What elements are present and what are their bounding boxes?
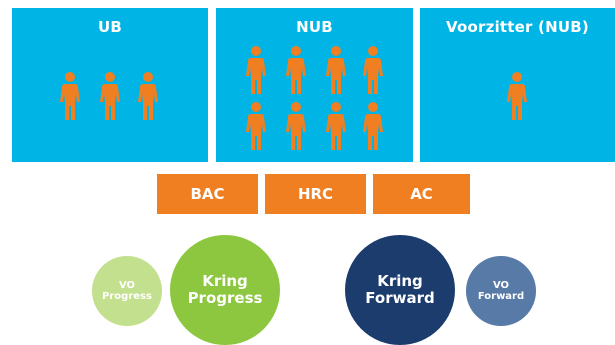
- ub-panel: UB: [12, 8, 208, 162]
- person-icon: [246, 46, 266, 94]
- person-icon: [100, 72, 120, 120]
- kring-progress-line1: Kring: [202, 271, 248, 290]
- hrc-committee-box: HRC: [265, 174, 366, 214]
- kring-progress-line2: Progress: [187, 289, 263, 307]
- person-icon: [507, 72, 527, 120]
- person-icon: [286, 102, 306, 150]
- person-icon: [326, 102, 346, 150]
- kring-forward-line1: Kring: [377, 271, 423, 290]
- vo-forward-line2: Forward: [477, 291, 525, 302]
- vo-progress-line1: VO: [118, 279, 136, 291]
- voorzitter-panel-title: Voorzitter (NUB): [446, 18, 589, 36]
- ub-panel-title: UB: [97, 18, 122, 36]
- vo-progress-line2: Progress: [102, 291, 152, 302]
- person-icon: [286, 46, 306, 94]
- voorzitter-panel: Voorzitter (NUB): [420, 8, 615, 162]
- ac-committee-box: AC: [373, 174, 470, 214]
- kring-progress-circle: Kring Progress: [170, 235, 280, 345]
- person-icon: [60, 72, 80, 120]
- nub-panel: NUB: [216, 8, 413, 162]
- person-icon: [246, 102, 266, 150]
- person-icon: [363, 102, 383, 150]
- kring-forward-circle: Kring Forward: [345, 235, 455, 345]
- vo-progress-circle: VO Progress: [92, 256, 162, 326]
- nub-panel-title: NUB: [296, 18, 333, 36]
- person-icon: [326, 46, 346, 94]
- kring-forward-line2: Forward: [365, 289, 435, 307]
- person-icon: [138, 72, 158, 120]
- person-icon: [363, 46, 383, 94]
- vo-forward-line1: VO: [492, 279, 510, 291]
- vo-forward-circle: VO Forward: [466, 256, 536, 326]
- bac-committee-box: BAC: [157, 174, 258, 214]
